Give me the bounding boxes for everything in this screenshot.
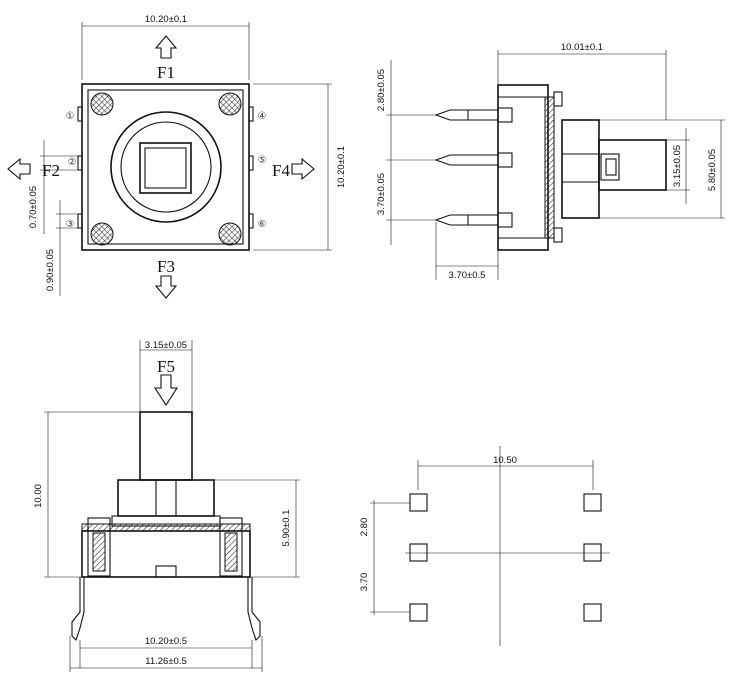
footprint-pad — [583, 543, 602, 562]
side-pin-spacing-top: 2.80±0.05 — [376, 69, 387, 111]
footprint-pad-spacing: 10.50 — [493, 455, 517, 466]
top-height-dim: 10.20±0.1 — [336, 146, 347, 188]
arrow-down-icon — [153, 374, 179, 407]
front-post-hatch — [92, 532, 106, 572]
mount-post — [218, 222, 242, 246]
pin-number-5: ⑤ — [258, 155, 267, 166]
front-stem — [139, 411, 193, 481]
arrow-right-icon — [291, 157, 315, 181]
front-leg-left — [71, 577, 85, 642]
side-actuator-stem — [598, 139, 667, 191]
mount-post — [90, 92, 114, 116]
pin-6 — [248, 213, 254, 229]
pin-3 — [77, 213, 83, 229]
front-overall-width-dim: 11.26±0.5 — [145, 656, 187, 667]
front-view: 3.15±0.05 F5 10.00 5.90±0.1 — [33, 340, 300, 672]
pin-4 — [248, 106, 254, 122]
side-clip — [553, 91, 563, 107]
side-actuator-base — [561, 119, 600, 219]
front-actuator-base — [117, 479, 215, 517]
pin-5 — [248, 155, 254, 171]
arrow-up-icon — [154, 35, 178, 59]
front-total-height-dim: 10.00 — [33, 484, 44, 508]
pin-width-dim: 0.90±0.05 — [45, 249, 56, 291]
mount-post — [218, 92, 242, 116]
pin-pitch-dim: 0.70±0.05 — [28, 186, 39, 228]
mount-post — [90, 222, 114, 246]
side-pin-spacing-bottom: 3.70±0.05 — [376, 173, 387, 215]
top-view: 10.20±0.1 F1 ① ② ③ ④ ⑤ ⑥ F2 — [7, 14, 347, 299]
footprint-pad — [583, 603, 602, 622]
front-leg-right — [247, 577, 261, 642]
side-pin — [434, 109, 498, 121]
actuator-ring-outer — [110, 111, 222, 223]
force-label-f1: F1 — [157, 63, 175, 82]
pin-number-2: ② — [68, 157, 77, 168]
front-actuator-width-dim: 3.15±0.05 — [145, 340, 187, 351]
pin-number-3: ③ — [66, 219, 75, 230]
footprint-row-spacing-top: 2.80 — [359, 518, 370, 537]
force-label-f4: F4 — [272, 161, 290, 180]
top-width-dim: 10.20±0.1 — [145, 14, 187, 25]
side-pin-length-dim: 3.70±0.5 — [449, 270, 486, 281]
front-cover-hatch — [81, 523, 251, 532]
front-post-hatch — [224, 532, 238, 572]
footprint-row-spacing-bottom: 3.70 — [359, 573, 370, 592]
pin-2 — [77, 155, 83, 171]
side-clip — [553, 227, 563, 243]
side-cover-hatch — [544, 96, 555, 239]
side-pin — [434, 214, 498, 226]
side-stem-slot — [600, 153, 620, 181]
pin-1 — [77, 106, 83, 122]
pin-number-6: ⑥ — [258, 219, 267, 230]
pcb-footprint: 10.50 2.80 3.70 — [359, 446, 610, 646]
side-actuator-width-dim: 3.15±0.05 — [672, 145, 683, 187]
pin-number-4: ④ — [258, 111, 267, 122]
footprint-pad — [409, 543, 428, 562]
front-body-height-dim: 5.90±0.1 — [281, 510, 292, 547]
force-label-f2: F2 — [42, 161, 60, 180]
force-label-f3: F3 — [157, 257, 175, 276]
footprint-pad — [409, 603, 428, 622]
front-body-width-dim: 10.20±0.5 — [145, 636, 187, 647]
pin-number-1: ① — [66, 111, 75, 122]
actuator-ring-inner — [120, 121, 212, 213]
side-body-height-dim: 5.80±0.05 — [707, 149, 718, 191]
footprint-pad — [583, 493, 602, 512]
arrow-left-icon — [7, 157, 31, 181]
arrow-down-icon — [154, 275, 178, 299]
side-length-dim: 10.01±0.1 — [561, 42, 603, 53]
actuator-square-inner — [144, 147, 187, 189]
force-label-f5: F5 — [157, 357, 175, 376]
actuator-square — [139, 142, 192, 194]
footprint-pad — [409, 493, 428, 512]
switch-body-inner — [87, 89, 244, 245]
side-pin — [434, 154, 498, 166]
side-view: 10.01±0.1 2.80±0.05 3.70±0.05 — [376, 42, 725, 281]
